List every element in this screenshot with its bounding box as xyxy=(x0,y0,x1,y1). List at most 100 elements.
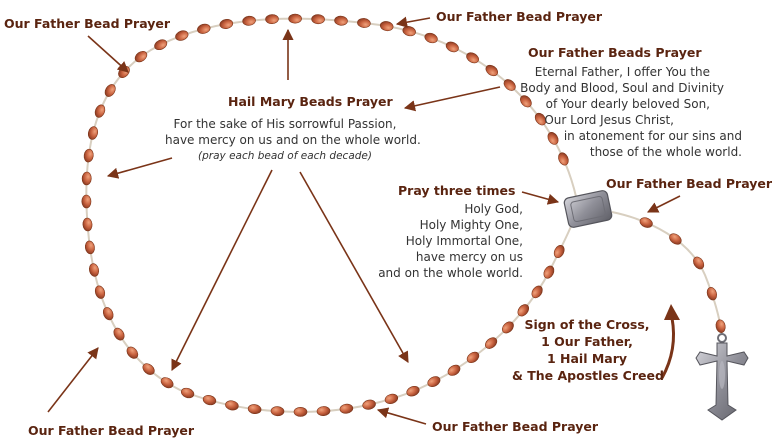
prayer-holy-god: Holy God, Holy Mighty One, Holy Immortal… xyxy=(378,201,523,281)
label-pray-three-times: Pray three times xyxy=(398,183,516,198)
bead xyxy=(334,15,348,26)
bead xyxy=(202,395,217,406)
arrow-top-right xyxy=(395,16,431,28)
bead xyxy=(270,406,285,417)
bead xyxy=(402,26,416,37)
bead xyxy=(706,287,718,301)
bead xyxy=(175,30,189,41)
bead xyxy=(693,256,705,270)
bead xyxy=(181,387,195,399)
bead xyxy=(154,39,168,51)
prayer-line: Eternal Father, I offer You the xyxy=(534,65,710,79)
bead xyxy=(265,14,279,25)
bead xyxy=(517,304,530,317)
crucifix-icon xyxy=(695,333,749,421)
bead xyxy=(242,15,256,26)
prayer-line: 1 Our Father, xyxy=(541,334,633,349)
arrow-top-left xyxy=(87,35,129,73)
prayer-line: Our Lord Jesus Christ, xyxy=(544,113,674,127)
bead xyxy=(543,265,555,279)
label-our-father-bottom-left: Our Father Bead Prayer xyxy=(28,423,195,438)
tail-beads xyxy=(639,217,726,333)
bead xyxy=(293,406,308,417)
bead xyxy=(311,14,325,25)
arrow-hail-down-right xyxy=(299,171,409,363)
arrow-hail-down-left xyxy=(171,169,273,372)
label-our-father-top-center: Our Father Bead Prayer xyxy=(436,9,603,24)
arrows xyxy=(47,16,681,425)
bead xyxy=(288,13,302,24)
arrow-eternal xyxy=(403,86,501,112)
bead xyxy=(104,84,116,97)
bead xyxy=(427,376,441,387)
bead xyxy=(485,337,498,349)
bead xyxy=(94,285,106,299)
bead xyxy=(83,148,94,163)
label-our-father-top-left: Our Father Bead Prayer xyxy=(4,16,171,31)
prayer-line: have mercy on us xyxy=(415,250,523,264)
bead xyxy=(558,152,569,166)
bead xyxy=(87,126,99,140)
bead xyxy=(503,79,516,91)
prayer-line: Sign of the Cross, xyxy=(524,317,650,332)
arrow-bottom-center xyxy=(376,407,427,425)
label-our-father-bottom-center: Our Father Bead Prayer xyxy=(432,419,599,434)
prayer-eternal-father: Eternal Father, I offer You the Body and… xyxy=(520,64,742,160)
prayer-line: and on the whole world. xyxy=(378,266,523,280)
arrow-mid-right xyxy=(646,195,681,213)
bead xyxy=(94,104,106,118)
prayer-line: Holy God, xyxy=(464,202,523,216)
prayer-line: those of the whole world. xyxy=(589,145,742,159)
bead xyxy=(534,112,547,126)
bead xyxy=(501,321,514,334)
prayer-line: in atonement for our sins and xyxy=(563,129,742,143)
bead xyxy=(669,233,682,245)
bead xyxy=(379,21,394,32)
bead xyxy=(134,50,148,63)
bead xyxy=(547,132,559,145)
bead xyxy=(406,385,420,397)
prayer-note: (pray each bead of each decade) xyxy=(198,150,372,162)
loop-beads xyxy=(81,13,569,417)
bead xyxy=(339,403,354,414)
curved-up-arrow xyxy=(660,304,680,379)
bead xyxy=(316,406,331,417)
center-medal xyxy=(563,190,613,228)
bead xyxy=(219,19,234,29)
prayer-line: For the sake of His sorrowful Passion, xyxy=(173,117,397,131)
prayer-sign-of-cross: Sign of the Cross, 1 Our Father, 1 Hail … xyxy=(512,316,664,384)
bead xyxy=(126,346,139,359)
bead xyxy=(447,364,461,376)
prayer-line: Holy Immortal One, xyxy=(405,234,523,248)
prayer-hail-mary: For the sake of His sorrowful Passion, h… xyxy=(165,116,421,164)
bead xyxy=(142,363,155,375)
bead xyxy=(553,245,565,258)
bead xyxy=(466,52,479,64)
arrow-bottom-left xyxy=(47,347,99,413)
bead xyxy=(520,95,532,108)
bead xyxy=(113,327,125,341)
bead xyxy=(160,377,174,389)
bead xyxy=(362,399,376,410)
prayer-line: have mercy on us and on the whole world. xyxy=(165,133,421,147)
bead xyxy=(384,393,399,404)
arrow-three-times xyxy=(521,191,560,205)
bead xyxy=(247,404,262,415)
bead xyxy=(485,64,499,77)
bead xyxy=(225,400,239,411)
bead xyxy=(88,263,100,277)
bead xyxy=(197,23,211,34)
bead xyxy=(84,240,95,255)
bead xyxy=(715,319,726,333)
prayer-line: 1 Hail Mary xyxy=(546,351,628,366)
bead xyxy=(81,171,92,186)
bead xyxy=(639,217,653,228)
bead xyxy=(466,351,480,364)
bead xyxy=(531,285,543,299)
arrow-hail-left xyxy=(106,157,173,179)
bead xyxy=(82,217,93,232)
prayer-line: of Your dearly beloved Son, xyxy=(545,97,710,111)
bead xyxy=(81,194,92,209)
prayer-line: Holy Mighty One, xyxy=(419,218,523,232)
